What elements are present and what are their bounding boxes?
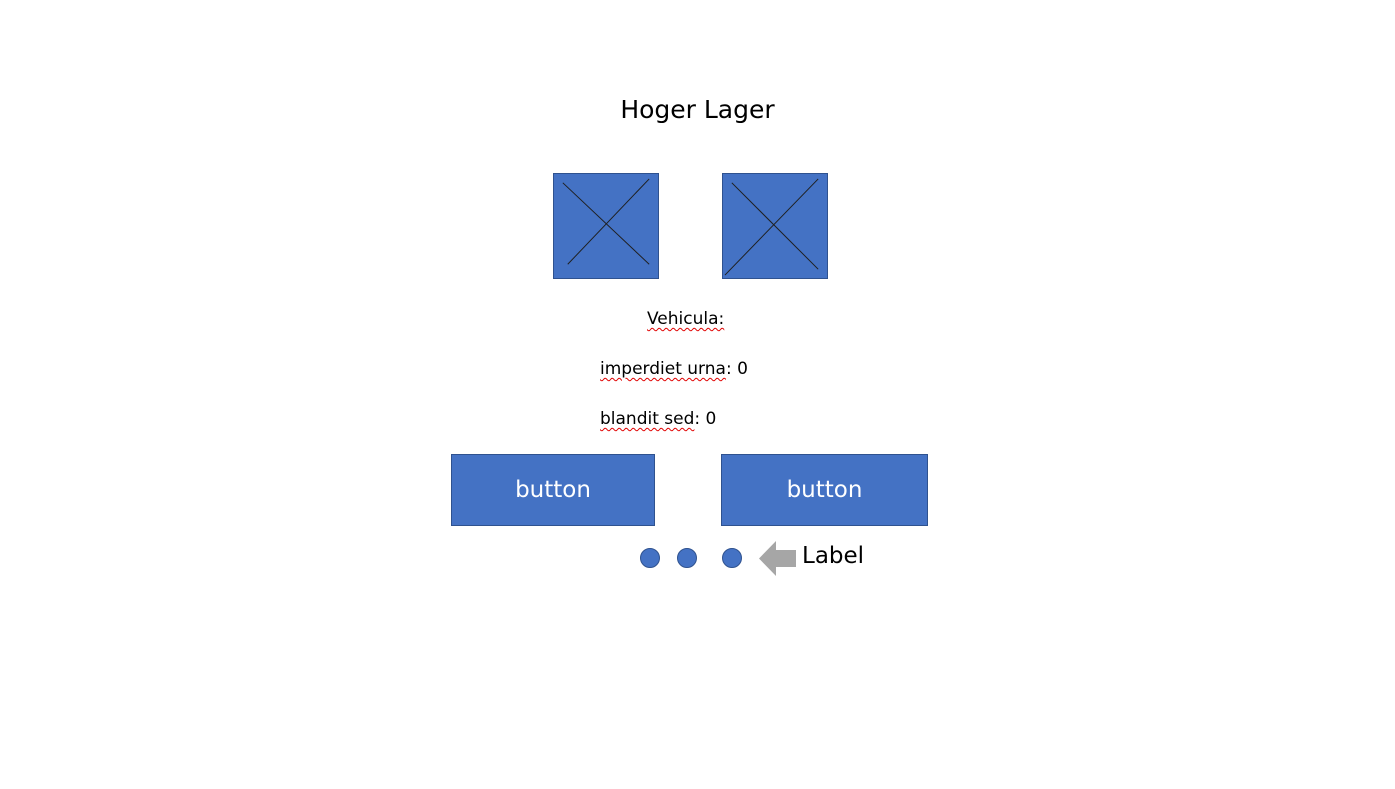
image-placeholder-left [553, 173, 659, 279]
annotation-label: Label [802, 543, 865, 569]
stat-value: 0 [737, 359, 748, 379]
image-placeholder-icon [724, 178, 819, 276]
stat-label: imperdiet urna [600, 359, 726, 379]
stat-row: imperdiet urna: 0 [600, 359, 748, 379]
primary-button-left[interactable]: button [451, 454, 655, 526]
image-placeholder-right [722, 173, 828, 279]
section-heading-text: Vehicula: [647, 309, 725, 329]
page-title: Hoger Lager [620, 95, 775, 124]
pagination-dot[interactable] [677, 548, 697, 568]
stat-label: blandit sed [600, 409, 695, 429]
pagination-dot[interactable] [640, 548, 660, 568]
pagination-dot[interactable] [722, 548, 742, 568]
stat-separator: : [694, 409, 701, 429]
primary-button-right[interactable]: button [721, 454, 928, 526]
image-placeholder-icon [562, 178, 650, 265]
stat-value: 0 [705, 409, 717, 429]
section-heading: Vehicula: [647, 309, 724, 329]
left-arrow-icon [759, 541, 796, 576]
stat-row: blandit sed: 0 [600, 409, 716, 429]
stat-separator: : [725, 359, 732, 379]
